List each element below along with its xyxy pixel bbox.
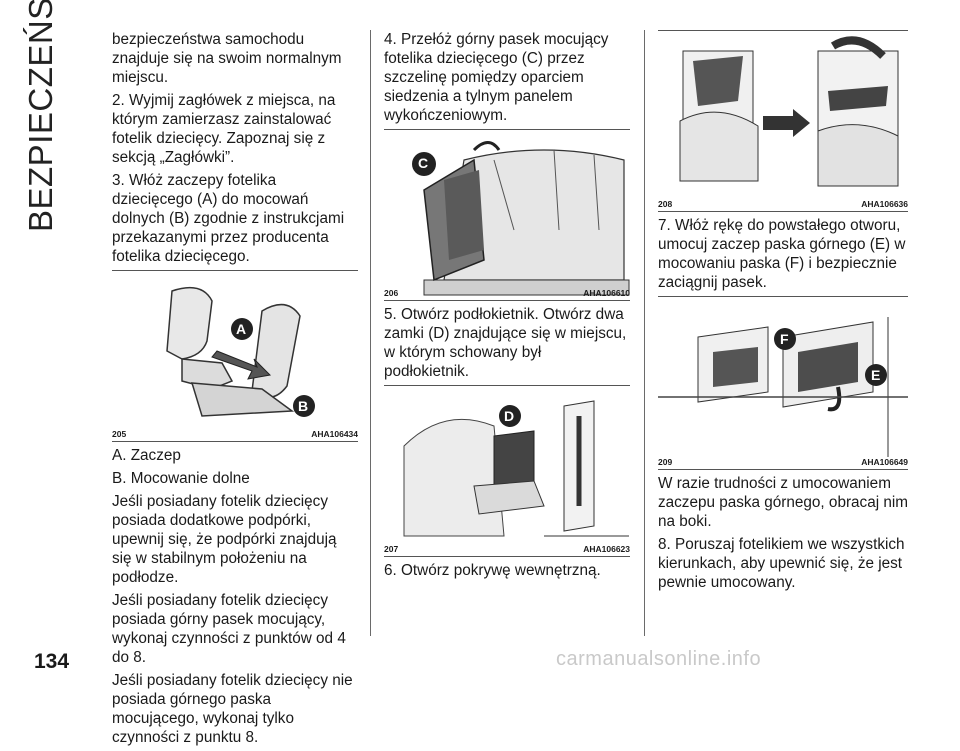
figure-number: 209 — [658, 457, 673, 467]
figure-206: C 206 AHA106610 — [384, 129, 630, 301]
paragraph: 8. Poruszaj fotelikiem we wszystkich kie… — [658, 536, 905, 591]
legend-item: B. Mocowanie dolne — [112, 470, 250, 487]
paragraph: 4. Przełóż górny pasek mocujący fotelika… — [384, 31, 609, 124]
paragraph: Jeśli posiadany fotelik dziecięcy nie po… — [112, 672, 353, 746]
paragraph: 3. Włóż zaczepy fotelika dziecięcego (A)… — [112, 172, 345, 265]
cover-open-illustration — [679, 36, 899, 187]
column-1: bezpieczeństwa samochodu znajduje się na… — [112, 30, 358, 751]
paragraph: Jeśli posiadany fotelik dziecięcy posiad… — [112, 592, 346, 666]
figure-number: 205 — [112, 429, 127, 439]
column-divider — [370, 30, 371, 636]
callout-d: D — [504, 408, 515, 424]
figure-code: AHA106623 — [583, 544, 630, 554]
page-number: 134 — [34, 650, 70, 673]
figure-205: A B 205 AHA106434 — [112, 270, 358, 442]
paragraph: W razie trudności z umocowaniem zaczepu … — [658, 475, 909, 530]
paragraph: 5. Otwórz podłokietnik. Otwórz dwa zamki… — [384, 306, 627, 380]
figure-207: D 207 AHA106623 — [384, 385, 630, 557]
callout-c: C — [418, 155, 429, 171]
section-title-vertical: BEZPIECZEŃSTWO — [22, 0, 59, 232]
paragraph: Jeśli posiadany fotelik dziecięcy posiad… — [112, 493, 337, 586]
armrest-illustration — [403, 400, 629, 537]
strap-hook-illustration — [658, 297, 908, 469]
figure-208: 208 AHA106636 — [658, 30, 908, 212]
paragraph: 6. Otwórz pokrywę wewnętrzną. — [384, 562, 601, 579]
paragraph: 2. Wyjmij zagłówek z miejsca, na którym … — [112, 92, 336, 166]
paragraph: bezpieczeństwa samochodu znajduje się na… — [112, 31, 342, 86]
column-2: 4. Przełóż górny pasek mocujący fotelika… — [384, 30, 630, 584]
figure-number: 207 — [384, 544, 399, 554]
figure-code: AHA106636 — [861, 199, 908, 209]
figure-number: 208 — [658, 199, 673, 209]
legend-item: A. Zaczep — [112, 447, 181, 464]
figure-code: AHA106610 — [583, 288, 630, 298]
callout-f: F — [780, 331, 789, 347]
figure-number: 206 — [384, 288, 399, 298]
column-divider — [644, 30, 645, 636]
figure-209: F E 209 AHA106649 — [658, 296, 908, 470]
callout-a: A — [236, 321, 247, 337]
watermark: carmanualsonline.info — [556, 648, 762, 670]
seat-anchor-illustration — [166, 286, 315, 417]
callout-b: B — [298, 398, 309, 414]
figure-code: AHA106649 — [861, 457, 908, 467]
column-3: 208 AHA106636 7. Włóż rękę do powstałego… — [658, 30, 908, 596]
figure-code: AHA106434 — [311, 429, 358, 439]
rear-seat-illustration — [412, 141, 630, 296]
callout-e: E — [871, 367, 881, 383]
paragraph: 7. Włóż rękę do powstałego otworu, umocu… — [658, 217, 906, 291]
